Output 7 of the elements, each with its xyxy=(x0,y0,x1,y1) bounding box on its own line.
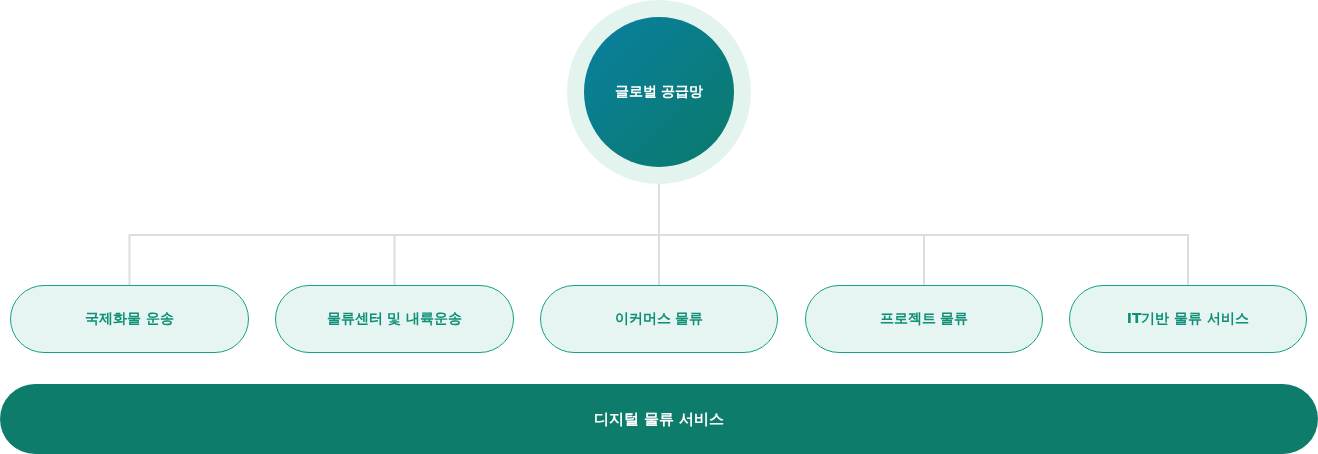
category-pill: 이커머스 물류 xyxy=(540,285,778,353)
node-label: 글로벌 공급망 xyxy=(614,83,704,101)
service-bar: 디지털 물류 서비스 xyxy=(0,384,1318,454)
category-pill: 국제화물 운송 xyxy=(10,285,249,353)
category-pill: 프로젝트 물류 xyxy=(805,285,1043,353)
category-pill: 물류센터 및 내륙운송 xyxy=(275,285,514,353)
category-pill: IT기반 물류 서비스 xyxy=(1069,285,1307,353)
